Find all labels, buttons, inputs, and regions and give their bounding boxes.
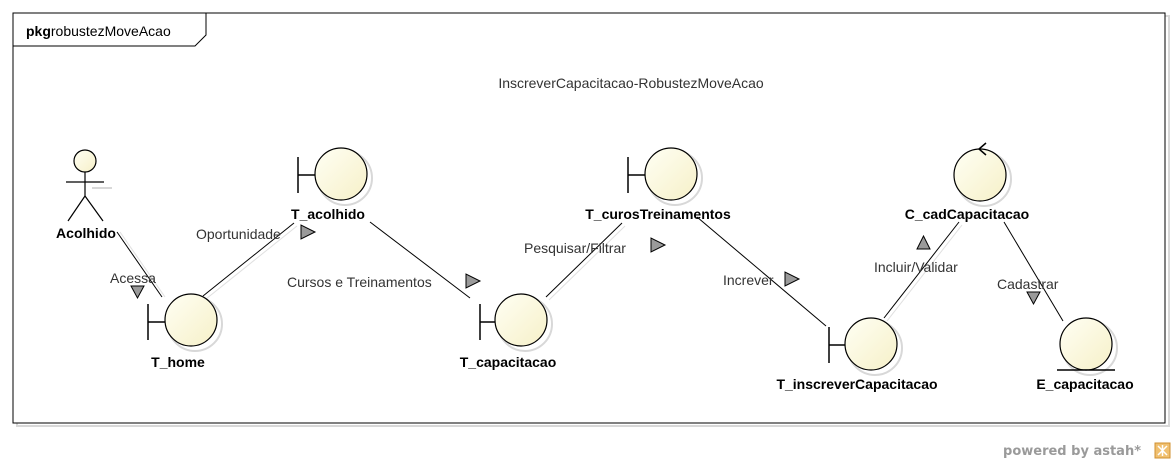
diagram-caption: InscreverCapacitacao-RobustezMoveAcao (498, 75, 764, 91)
msg-cursos: Cursos e Treinamentos (287, 274, 432, 290)
arrow-down-icon (1026, 291, 1041, 306)
link-home-acolhido (202, 222, 295, 297)
arrow-up-icon (916, 234, 931, 250)
astah-logo-icon (1154, 442, 1171, 459)
arrow-right-icon (784, 271, 801, 287)
label-t-capacitacao: T_capacitacao (460, 354, 557, 370)
label-t-inscrever: T_inscreverCapacitacao (776, 376, 937, 392)
label-t-home: T_home (151, 354, 205, 370)
link-inscrever-cad (883, 221, 960, 319)
frame-name: robustezMoveAcao (51, 23, 171, 39)
actor-head (73, 149, 97, 173)
label-t-curos: T_curosTreinamentos (585, 206, 731, 222)
frame-title: pkgrobustezMoveAcao (26, 23, 171, 39)
frame-keyword: pkg (26, 23, 51, 39)
boundary-t-curos (627, 147, 703, 206)
msg-oportunidade: Oportunidade (196, 226, 281, 242)
actor-acolhido (66, 149, 112, 222)
arrow-right-icon (650, 237, 667, 253)
package-frame (12, 12, 1166, 424)
msg-increver: Increver (723, 272, 774, 288)
boundary-t-home (147, 293, 223, 352)
label-e-cap: E_capacitacao (1036, 376, 1133, 392)
link-capacitacao-curos (545, 222, 623, 298)
msg-cadastrar: Cadastrar (997, 276, 1059, 292)
msg-pesquisar: Pesquisar/Filtrar (524, 240, 626, 256)
label-c-cad: C_cadCapacitacao (905, 206, 1030, 222)
boundary-t-acolhido (297, 147, 373, 206)
boundary-t-inscrever (828, 317, 903, 376)
control-c-cad (953, 142, 1012, 207)
link-acolhido-home (116, 231, 163, 298)
arrow-right-icon (465, 273, 482, 289)
frame-tab (13, 13, 207, 47)
label-t-acolhido: T_acolhido (291, 206, 365, 222)
label-acolhido: Acolhido (56, 225, 116, 241)
msg-acessa: Acessa (110, 270, 156, 286)
link-cad-entity (1003, 221, 1064, 322)
link-acolhido-capacitacao (369, 221, 471, 299)
connectors (116, 216, 1064, 327)
powered-by-watermark: powered by astah* (1003, 444, 1141, 459)
arrow-right-icon (300, 224, 317, 240)
msg-incluir: Incluir/Validar (874, 259, 958, 275)
entity-e-cap (1057, 317, 1118, 376)
boundary-t-capacitacao (479, 293, 553, 352)
link-curos-inscrever (696, 216, 827, 327)
arrow-down-icon (130, 285, 145, 300)
